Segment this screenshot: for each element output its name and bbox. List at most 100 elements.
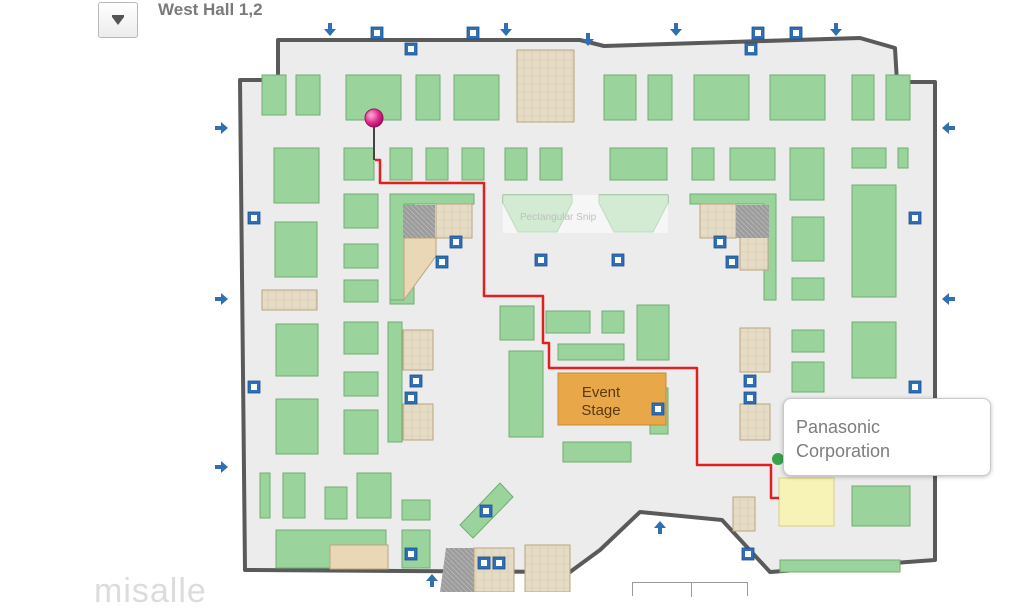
booth[interactable] (343, 147, 375, 181)
booth[interactable] (402, 403, 434, 441)
entrance-arrow-icon (942, 293, 955, 305)
booth[interactable] (739, 403, 771, 441)
booth[interactable] (504, 147, 528, 181)
facility-icon-glyph (470, 30, 476, 36)
booth[interactable] (473, 547, 515, 592)
facility-icon-glyph (251, 384, 257, 390)
booth[interactable] (851, 485, 911, 527)
booth[interactable] (453, 74, 500, 121)
booth[interactable] (539, 147, 563, 181)
facility-icon-glyph (729, 259, 735, 265)
event-stage[interactable] (557, 372, 667, 426)
booth[interactable] (274, 221, 318, 278)
booth[interactable] (791, 216, 825, 262)
facility-icon-glyph (251, 215, 257, 221)
facility-icon-glyph (717, 239, 723, 245)
booth[interactable] (329, 544, 389, 570)
selected-booth[interactable] (778, 477, 835, 527)
booth[interactable] (343, 371, 379, 397)
facility-icon-layer (247, 26, 922, 570)
booth[interactable] (636, 304, 670, 361)
booth[interactable] (275, 398, 319, 455)
entrance-arrow-icon (215, 293, 228, 305)
booth[interactable] (261, 289, 318, 311)
event-stage-label: Stage (581, 402, 620, 419)
facility-icon-glyph (408, 46, 414, 52)
booth[interactable] (343, 279, 379, 303)
bottom-panel (632, 582, 748, 597)
floor-map[interactable]: Pectangular Snip Event Stage (0, 0, 1019, 592)
booth[interactable] (273, 147, 320, 204)
booth[interactable] (282, 472, 306, 519)
booth[interactable] (689, 193, 777, 301)
booth[interactable] (791, 329, 825, 353)
booth[interactable] (769, 74, 826, 121)
entrance-arrow-icon (426, 574, 438, 587)
booth[interactable] (739, 235, 769, 271)
booth[interactable] (647, 74, 673, 121)
hall-title: West Hall 1,2 (158, 0, 263, 19)
booth[interactable] (729, 147, 776, 181)
exhibitor-callout[interactable]: Panasonic Corporation (783, 398, 991, 476)
booth[interactable] (739, 327, 771, 373)
end-pin-icon[interactable] (772, 453, 784, 465)
booth[interactable] (562, 441, 632, 463)
booth[interactable] (603, 74, 637, 121)
facility-icon-glyph (912, 215, 918, 221)
booth[interactable] (259, 472, 271, 519)
booth[interactable] (343, 243, 379, 269)
entrance-arrow-icon (670, 23, 682, 36)
booth[interactable] (851, 321, 897, 379)
start-pin-icon[interactable] (364, 108, 384, 128)
booth[interactable] (425, 147, 449, 181)
booth[interactable] (897, 147, 909, 169)
booth[interactable] (851, 147, 887, 169)
booth[interactable] (402, 329, 434, 371)
booth[interactable] (851, 74, 875, 121)
booth[interactable] (885, 74, 911, 121)
facility-icon-glyph (408, 551, 414, 557)
service-area (440, 548, 474, 592)
booth[interactable] (609, 147, 668, 181)
booth[interactable] (324, 486, 348, 520)
tan-booth-layer (261, 49, 771, 592)
booth[interactable] (435, 203, 473, 239)
booth[interactable] (343, 409, 379, 455)
booth[interactable] (732, 496, 756, 532)
booth[interactable] (516, 49, 575, 123)
booth[interactable] (508, 350, 544, 438)
facility-icon-glyph (615, 257, 621, 263)
booth[interactable] (295, 74, 321, 116)
booth[interactable] (275, 323, 319, 377)
booth[interactable] (356, 472, 392, 519)
booth[interactable] (261, 74, 287, 116)
booth[interactable] (343, 193, 379, 229)
booth[interactable] (601, 310, 625, 334)
booth[interactable] (415, 74, 441, 121)
booth[interactable] (851, 184, 897, 298)
booth[interactable] (499, 305, 535, 341)
entrance-arrow-icon (942, 122, 955, 134)
booth[interactable] (545, 310, 591, 334)
booth[interactable] (401, 499, 431, 521)
hall-selector-button[interactable] (98, 2, 138, 38)
booth[interactable] (791, 277, 825, 301)
facility-icon-glyph (481, 560, 487, 566)
booth[interactable] (343, 321, 379, 355)
booth[interactable] (693, 74, 750, 121)
facility-icon-glyph (439, 259, 445, 265)
booth[interactable] (779, 559, 901, 573)
booth[interactable] (557, 343, 625, 361)
booth[interactable] (789, 147, 825, 201)
booth[interactable] (461, 147, 485, 181)
booth[interactable] (524, 544, 571, 592)
facility-icon-glyph (496, 560, 502, 566)
booth[interactable] (389, 147, 413, 181)
booth[interactable] (791, 361, 825, 393)
booth[interactable] (699, 203, 737, 239)
booth[interactable] (387, 321, 403, 443)
entrance-arrow-layer (215, 23, 955, 587)
booth[interactable] (389, 193, 475, 301)
booth[interactable] (691, 147, 715, 181)
facility-icon-glyph (408, 395, 414, 401)
